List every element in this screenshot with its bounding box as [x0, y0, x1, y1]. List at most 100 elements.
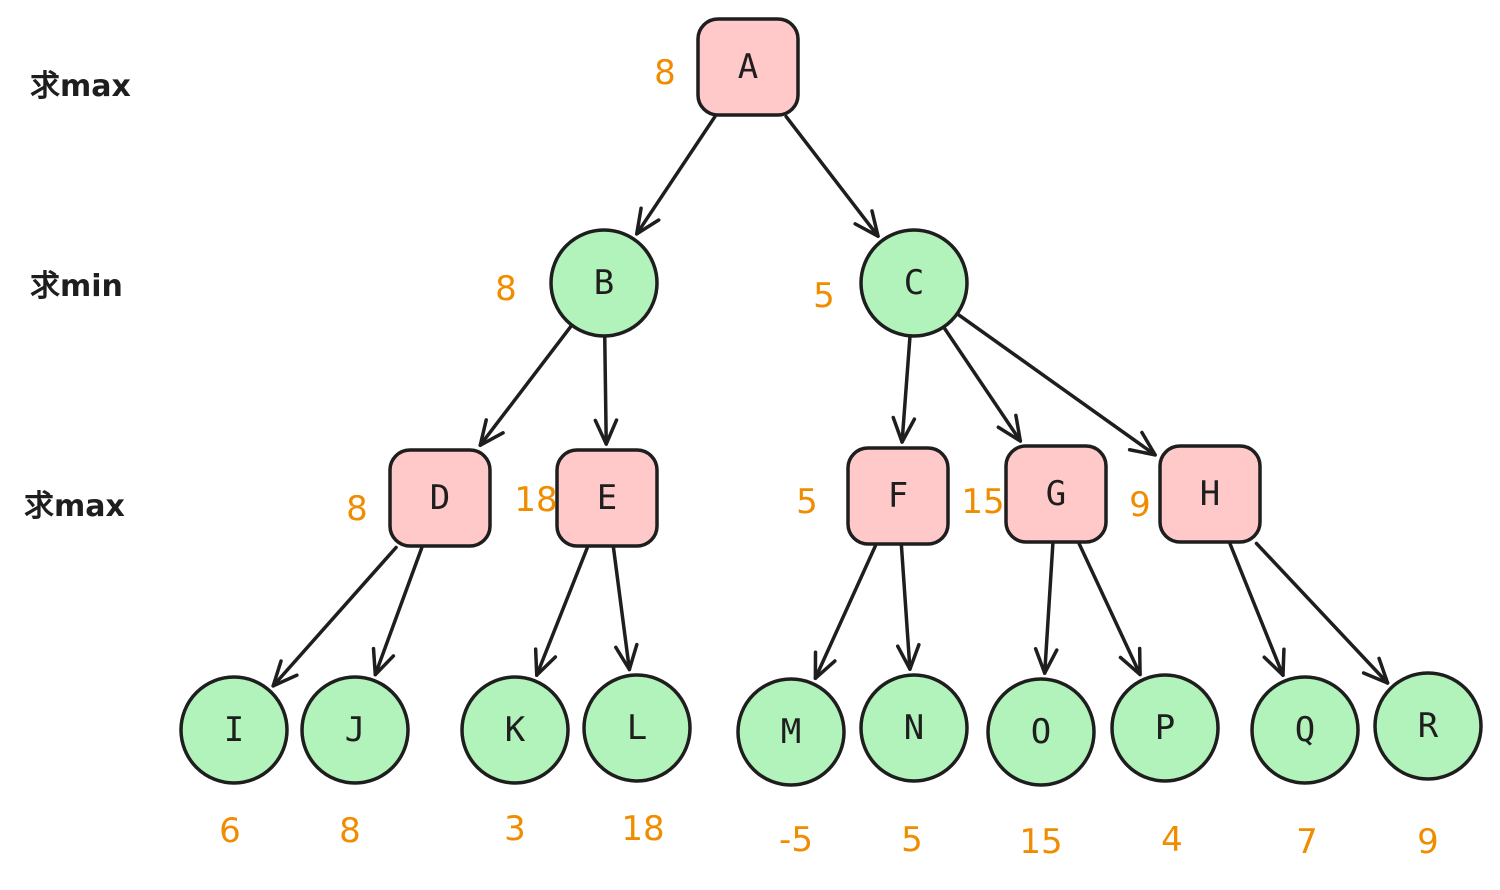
node-h: H9 [1129, 444, 1262, 544]
node-value: -5 [779, 820, 813, 860]
min-node-circle [736, 677, 846, 787]
node-value: 8 [339, 811, 361, 851]
node-value: 8 [654, 53, 676, 93]
node-label: J [345, 710, 365, 750]
node-value: 15 [1019, 822, 1062, 862]
arrowhead-icon [1262, 647, 1286, 678]
node-c: C5 [813, 228, 969, 338]
node-g: G 15 [961, 444, 1108, 544]
node-label: Q [1295, 710, 1315, 750]
node-q: Q7 [1250, 675, 1360, 862]
edge-line [784, 114, 880, 238]
min-node-circle [859, 673, 969, 783]
node-label: B [594, 263, 614, 303]
edge-d-j [371, 546, 424, 677]
arrowhead-icon [271, 659, 299, 688]
edge-h-r [1254, 541, 1390, 685]
edge-b-e [593, 336, 619, 446]
min-node-circle [986, 677, 1096, 787]
node-label: N [904, 708, 924, 748]
arrowhead-icon [614, 642, 639, 672]
edge-line [942, 326, 1023, 443]
node-p: P4 [1110, 673, 1220, 860]
edge-f-n [895, 544, 921, 671]
node-value: 5 [901, 820, 923, 860]
node-j: J8 [300, 675, 410, 851]
level-label-min: 求min [30, 269, 123, 304]
node-o: O 15 [986, 677, 1096, 862]
node-value: 9 [1417, 822, 1439, 862]
edge-line [271, 545, 398, 688]
node-label: I [224, 710, 244, 750]
node-label: R [1418, 706, 1439, 746]
node-value: 6 [219, 811, 241, 851]
edge-line [1042, 542, 1055, 675]
edge-c-h [957, 313, 1157, 457]
node-label: A [738, 47, 758, 87]
node-label: L [627, 708, 647, 748]
min-node-circle [1110, 673, 1220, 783]
edge-line [478, 324, 573, 447]
node-label: G [1046, 474, 1066, 514]
edge-line [611, 546, 632, 672]
edge-g-p [1077, 542, 1142, 677]
node-value: 5 [796, 482, 818, 522]
node-r: R9 [1373, 671, 1483, 862]
arrowhead-icon [1361, 656, 1390, 685]
edge-f-m [813, 544, 878, 681]
node-value: 15 [961, 482, 1004, 522]
node-value: 18 [621, 809, 664, 849]
node-value: 3 [504, 809, 526, 849]
min-node-circle [300, 675, 410, 785]
edge-h-q [1228, 542, 1286, 678]
min-node-circle [1373, 671, 1483, 781]
arrowhead-icon [478, 418, 505, 447]
node-f: F5 [796, 446, 950, 546]
edge-line [603, 336, 608, 446]
edge-line [899, 544, 912, 671]
node-l: L 18 [582, 673, 692, 849]
level-label-max-middle: 求max [24, 489, 125, 524]
arrowhead-icon [853, 209, 880, 238]
node-label: O [1031, 712, 1051, 752]
node-label: F [888, 476, 908, 516]
node-value: 18 [514, 480, 557, 520]
max-node-box [846, 446, 950, 546]
node-label: H [1200, 474, 1220, 514]
node-d: D8 [346, 448, 492, 548]
min-node-circle [179, 675, 289, 785]
edge-line [1254, 541, 1390, 685]
arrowhead-icon [593, 418, 619, 446]
min-node-circle [1250, 675, 1360, 785]
node-value: 9 [1129, 485, 1151, 525]
node-label: P [1155, 708, 1175, 748]
edge-a-c [784, 114, 880, 238]
edge-b-d [478, 324, 573, 447]
arrowhead-icon [813, 650, 837, 681]
level-label-max-top: 求max [30, 69, 131, 104]
edge-c-f [891, 336, 917, 444]
min-node-circle [460, 675, 570, 785]
edge-line [534, 546, 589, 677]
arrowhead-icon [1127, 430, 1157, 457]
node-a: A8 [654, 17, 800, 117]
node-m: M-5 [736, 677, 846, 860]
node-k: K3 [460, 675, 570, 849]
edge-d-i [271, 545, 398, 688]
edge-line [373, 546, 424, 677]
arrowhead-icon [533, 647, 558, 677]
edge-e-k [533, 546, 589, 677]
edge-line [813, 544, 878, 681]
edge-line [1077, 542, 1142, 677]
arrowhead-icon [634, 206, 661, 236]
arrowhead-icon [996, 413, 1023, 443]
edge-a-b [634, 114, 717, 236]
node-value: 5 [813, 276, 835, 316]
min-node-circle [549, 228, 659, 338]
edge-e-l [611, 546, 639, 672]
max-node-box [388, 448, 492, 548]
arrowhead-icon [1033, 647, 1059, 675]
arrowhead-icon [895, 642, 921, 671]
